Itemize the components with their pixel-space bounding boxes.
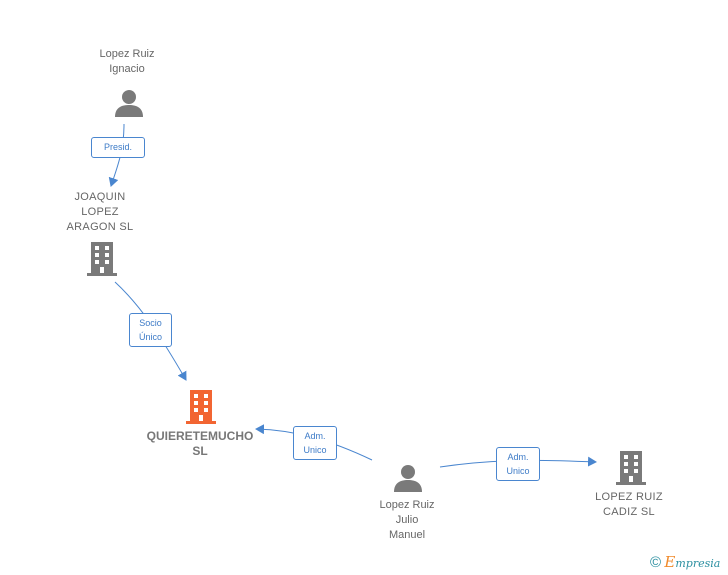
empresia-logo: © Empresia: [650, 553, 720, 571]
node-label-line: QUIERETEMUCHO: [146, 429, 254, 443]
node-label-line: ARAGON SL: [66, 221, 134, 233]
edge-label-line: Único: [138, 332, 162, 342]
edge-label-line: Adm.: [507, 452, 529, 462]
edge-label-socio-unico[interactable]: Socio Único: [129, 313, 172, 347]
node-label-line: LOPEZ: [81, 206, 119, 218]
edge-label-adm-unico-right[interactable]: Adm. Unico: [496, 447, 540, 481]
person-icon[interactable]: [393, 463, 423, 493]
node-label-line: SL: [192, 444, 208, 458]
edge-label-line: Adm.: [304, 431, 326, 441]
logo-text: mpresia: [675, 557, 721, 570]
node-label-line: Manuel: [388, 529, 426, 541]
node-lopez-ruiz-julio-manuel-label[interactable]: Lopez Ruiz Julio Manuel: [362, 498, 452, 543]
edge-label-presid[interactable]: Presid.: [91, 137, 145, 158]
edge-label-line: Presid.: [103, 142, 132, 152]
edge-label-adm-unico-left[interactable]: Adm. Unico: [293, 426, 337, 460]
person-icon[interactable]: [114, 88, 144, 118]
edge-label-line: Unico: [303, 445, 327, 455]
node-joaquin-lopez-aragon-label[interactable]: JOAQUIN LOPEZ ARAGON SL: [55, 190, 145, 235]
building-icon[interactable]: [615, 451, 647, 485]
copyright-symbol: ©: [650, 554, 662, 571]
node-label-line: JOAQUIN: [74, 191, 126, 203]
logo-e: E: [664, 553, 676, 571]
node-label-line: Lopez Ruiz: [379, 499, 435, 511]
node-label-line: Ignacio: [109, 63, 145, 75]
edge-label-line: Unico: [506, 466, 530, 476]
building-icon[interactable]: [86, 242, 118, 276]
node-label-line: LOPEZ RUIZ: [595, 491, 663, 503]
node-label-line: Julio: [395, 514, 419, 526]
node-lopez-ruiz-ignacio-label[interactable]: Lopez Ruiz Ignacio: [84, 47, 170, 77]
node-lopez-ruiz-cadiz-label[interactable]: LOPEZ RUIZ CADIZ SL: [584, 490, 674, 520]
node-label-line: CADIZ SL: [603, 506, 655, 518]
node-label-line: Lopez Ruiz: [99, 48, 155, 60]
edge-label-line: Socio: [139, 318, 162, 328]
node-quieretemucho-label[interactable]: QUIERETEMUCHO SL: [132, 429, 268, 459]
building-icon-highlighted[interactable]: [185, 390, 217, 424]
